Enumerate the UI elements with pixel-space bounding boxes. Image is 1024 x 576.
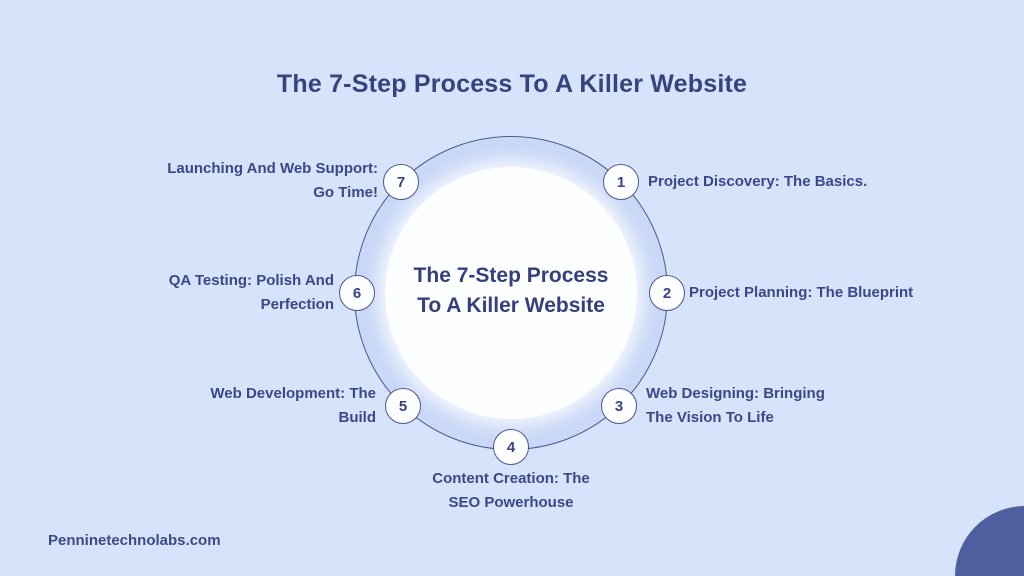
step-label-7: Launching And Web Support: Go Time! [167,157,378,205]
step-label-3-line1: Web Designing: Bringing [646,385,825,402]
step-number-7: 7 [396,173,406,191]
step-label-6-line2: Perfection [260,296,334,313]
step-label-4-line1: Content Creation: The [432,470,590,487]
step-label-5: Web Development: The Build [210,382,376,430]
center-title-line1: The 7-Step Process [413,264,609,287]
step-number-1: 1 [616,173,626,191]
step-label-7-line2: Go Time! [313,184,378,201]
step-badge-4: 4 [493,429,529,465]
step-label-2-line1: Project Planning: The Blueprint [689,284,914,301]
step-number-5: 5 [398,397,408,415]
step-number-6: 6 [352,284,362,302]
step-label-6: QA Testing: Polish And Perfection [169,269,334,317]
step-number-2: 2 [662,284,672,302]
step-number-4: 4 [506,438,516,456]
step-badge-6: 6 [339,275,375,311]
step-label-3-line2: The Vision To Life [646,409,774,426]
step-badge-7: 7 [383,164,419,200]
step-label-5-line2: Build [338,409,377,426]
corner-decoration-circle [955,506,1024,576]
footer-website: Penninetechnolabs.com [48,532,221,549]
step-label-1: Project Discovery: The Basics. [648,170,867,194]
step-label-1-line1: Project Discovery: The Basics. [648,173,868,190]
step-label-7-line1: Launching And Web Support: [167,160,378,177]
step-badge-3: 3 [601,388,637,424]
page-title: The 7-Step Process To A Killer Website [276,69,748,98]
step-label-6-line1: QA Testing: Polish And [168,272,334,289]
step-label-3: Web Designing: Bringing The Vision To Li… [646,382,825,430]
step-number-3: 3 [614,397,624,415]
step-label-4: Content Creation: The SEO Powerhouse [396,467,626,515]
center-circle [385,167,637,419]
step-label-4-line2: SEO Powerhouse [448,494,574,511]
step-badge-5: 5 [385,388,421,424]
step-badge-2: 2 [649,275,685,311]
step-label-5-line1: Web Development: The [210,385,376,402]
step-label-2: Project Planning: The Blueprint [689,281,913,305]
step-badge-1: 1 [603,164,639,200]
center-title-line2: To A Killer Website [417,294,605,317]
center-circle-title: The 7-Step Process To A Killer Website [385,261,637,321]
